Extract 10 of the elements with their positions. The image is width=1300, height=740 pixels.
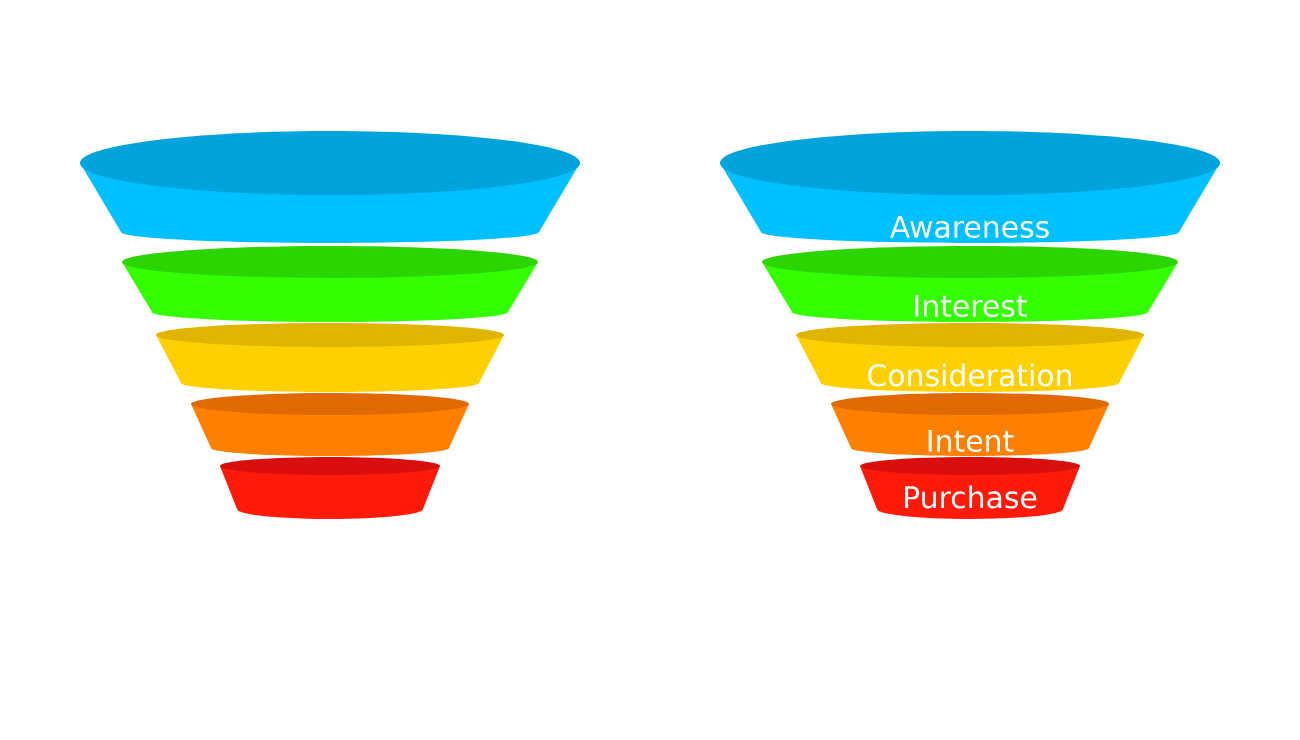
funnel-band xyxy=(220,457,440,519)
funnel-band: Purchase xyxy=(860,457,1080,519)
funnel-band: Awareness xyxy=(720,131,1220,243)
funnel-band xyxy=(156,323,504,392)
funnel-band xyxy=(122,246,538,322)
funnel-band: Consideration xyxy=(796,323,1145,392)
funnel-band: Interest xyxy=(762,246,1178,322)
funnel-band xyxy=(191,393,469,456)
funnel-band: Intent xyxy=(831,393,1109,456)
funnel-band xyxy=(80,131,580,243)
